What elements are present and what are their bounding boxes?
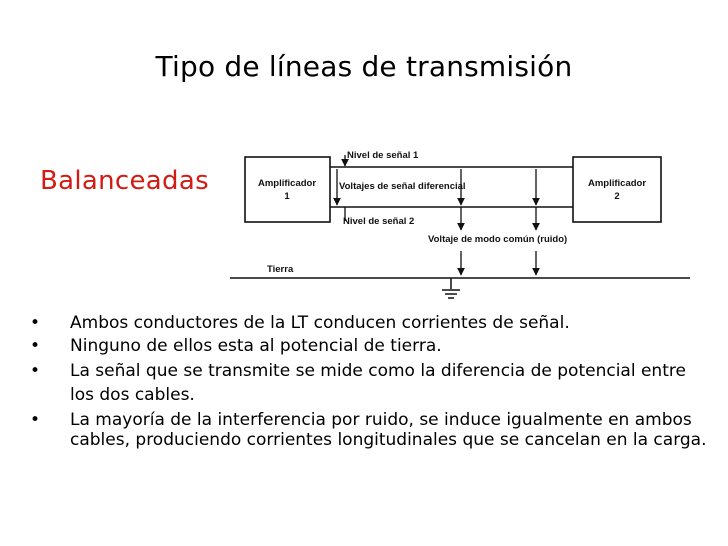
bullet-text: Ambos conductores de la LT conducen corr… <box>70 313 570 333</box>
bullet-dot-icon: • <box>30 313 41 333</box>
common-mode-label: Voltaje de modo común (ruido) <box>428 234 567 245</box>
amplifier-2-number: 2 <box>614 191 619 202</box>
balanced-line-diagram: Amplificador 1 Amplificador 2 Nivel de s… <box>230 150 690 299</box>
bullet-dot-icon: • <box>30 361 41 381</box>
amplifier-1-number: 1 <box>284 191 290 202</box>
differential-voltage-label: Voltajes de señal diferencial <box>339 181 466 192</box>
bullet-item: • Ninguno de ellos esta al potencial de … <box>30 336 710 356</box>
bullet-text: Ninguno de ellos esta al potencial de ti… <box>70 336 442 356</box>
bullet-item: • Ambos conductores de la LT conducen co… <box>30 313 710 333</box>
amplifier-2-label: Amplificador <box>588 178 646 189</box>
bullet-dot-icon: • <box>30 336 41 356</box>
slide-subtitle: Balanceadas <box>40 166 209 196</box>
bullet-item: • La mayoría de la interferencia por rui… <box>30 410 710 450</box>
ground-label: Tierra <box>267 264 294 275</box>
ground-symbol-icon <box>442 278 460 299</box>
bullet-list: • Ambos conductores de la LT conducen co… <box>30 313 710 453</box>
bullet-dot-icon: • <box>30 410 41 430</box>
signal-level-2-label: Nivel de señal 2 <box>343 216 414 227</box>
amplifier-1-box <box>244 156 331 223</box>
signal-level-1-label: Nivel de señal 1 <box>347 150 419 161</box>
amplifier-1-label: Amplificador <box>258 178 316 189</box>
slide-title: Tipo de líneas de transmisión <box>155 50 573 83</box>
bullet-text: La señal que se transmite se mide como l… <box>70 361 686 405</box>
bullet-text: La mayoría de la interferencia por ruido… <box>70 410 707 450</box>
amplifier-2-box <box>572 156 662 223</box>
bullet-item: • La señal que se transmite se mide como… <box>30 359 710 407</box>
